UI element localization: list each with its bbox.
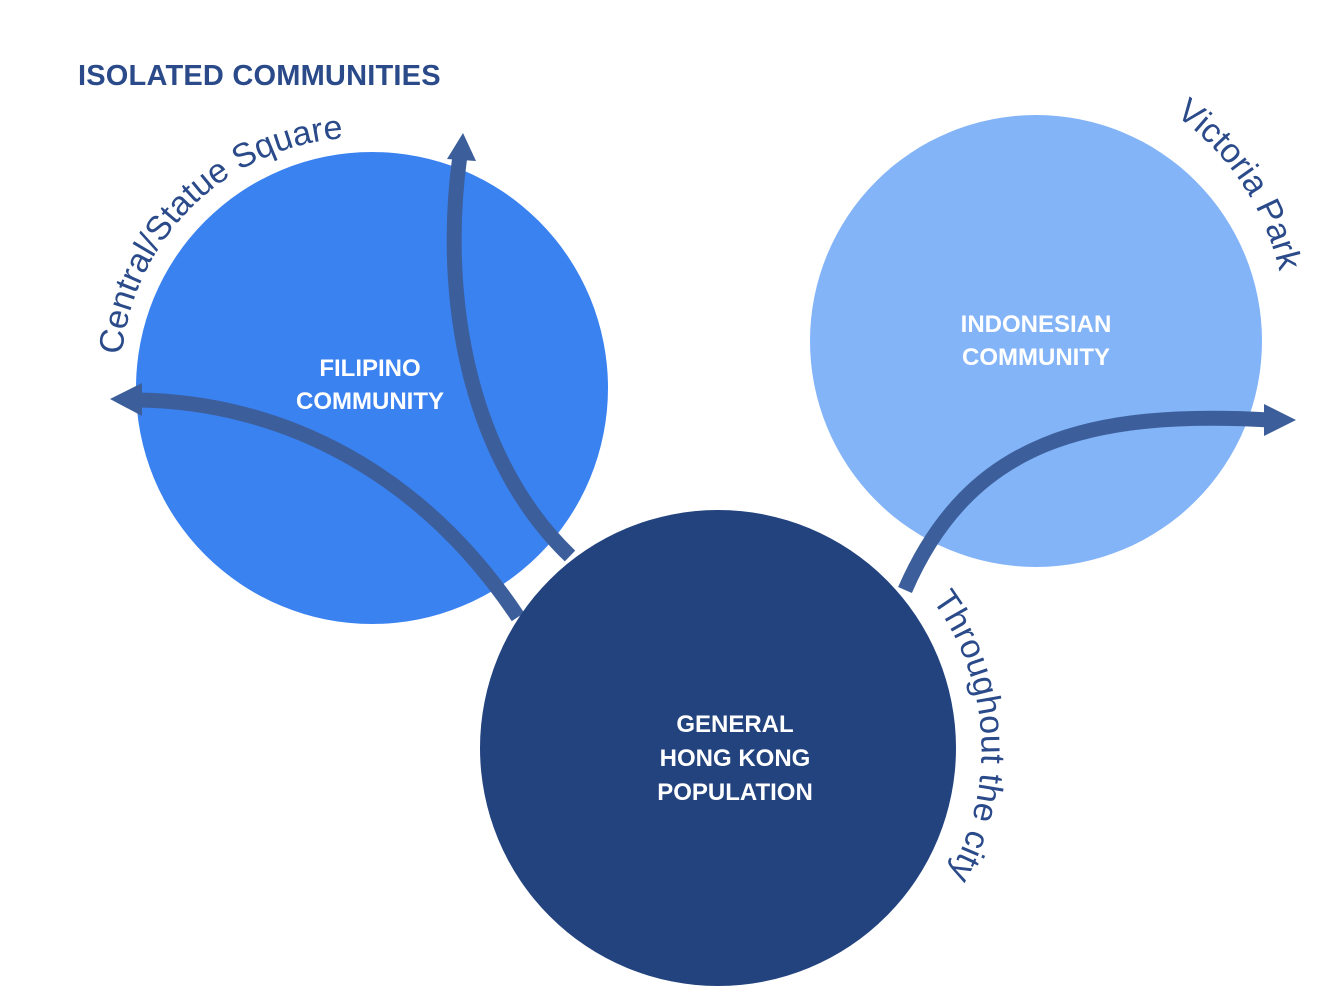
arrowhead-up-icon: [447, 133, 476, 161]
indonesian-label-line1: INDONESIAN: [961, 311, 1112, 338]
arrowhead-left-icon: [110, 383, 142, 416]
general-label-line1: GENERAL: [676, 711, 793, 738]
arrow-to-victoria-park: [898, 410, 1271, 593]
general-population-circle: [480, 510, 956, 986]
filipino-label-line1: FILIPINO: [319, 355, 420, 382]
filipino-label-line2: COMMUNITY: [296, 388, 444, 415]
arrowhead-right-icon: [1264, 404, 1296, 436]
general-label-line3: POPULATION: [657, 779, 813, 806]
diagram-title: ISOLATED COMMUNITIES: [78, 60, 441, 92]
arrow-group: [137, 153, 1271, 622]
indonesian-community-circle: [810, 115, 1262, 567]
arrow-to-central-left: [137, 392, 525, 622]
indonesian-label-line2: COMMUNITY: [962, 344, 1110, 371]
arrow-to-central-up: [446, 153, 576, 562]
general-label-line2: HONG KONG: [660, 745, 811, 772]
filipino-community-circle: [136, 152, 608, 624]
